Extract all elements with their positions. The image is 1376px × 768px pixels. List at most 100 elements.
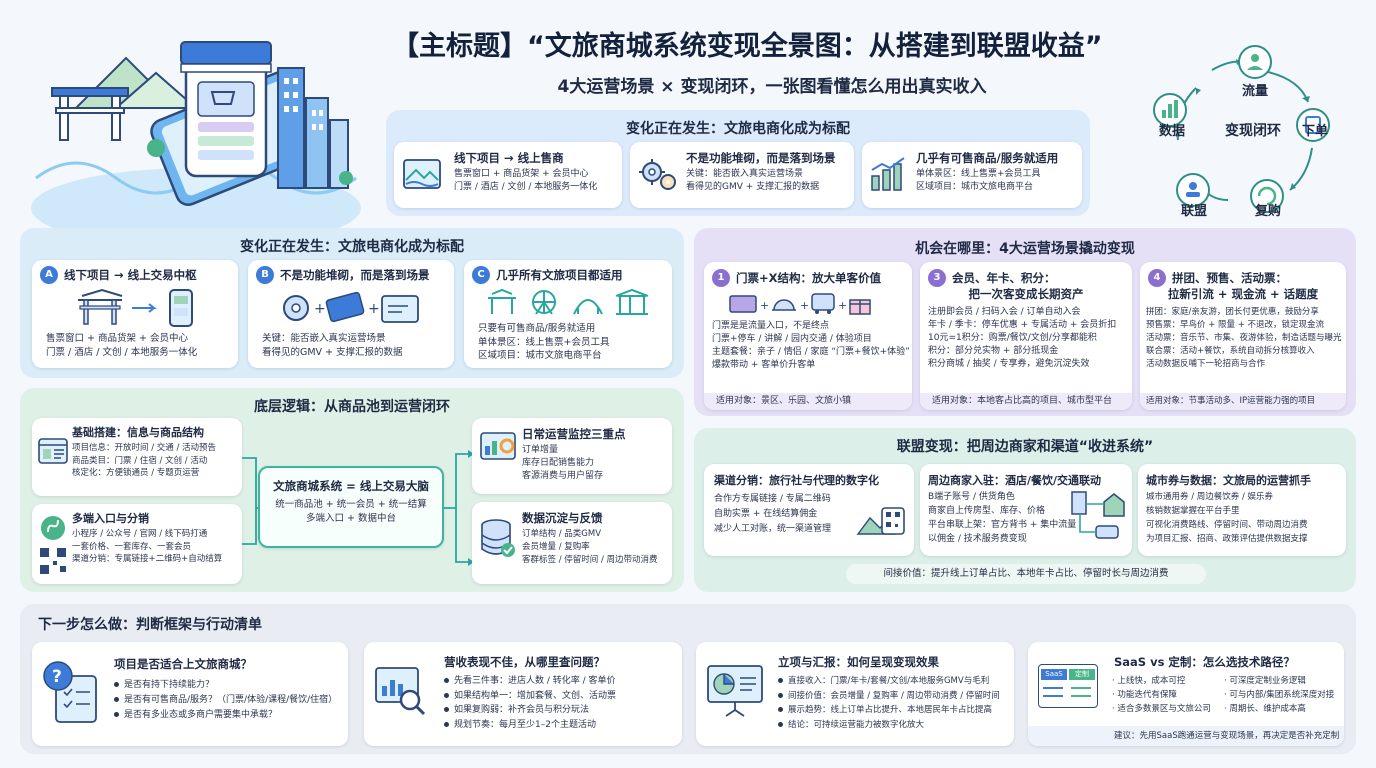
alliance-title: 联盟变现：把周边商家和渠道“收进系统” <box>896 439 1154 455</box>
change-left-card-a: A 线下项目 → 线上交易中枢 售票窗口 + 商品货架 + 会员中心门票 / 酒… <box>32 260 238 368</box>
svg-text:+: + <box>838 299 847 312</box>
badge-1: 1 <box>712 269 730 287</box>
loop-node-order: 下单 <box>1301 124 1328 139</box>
change-top-card-2-body: 关键：能否嵌入真实运营场景看得见的GMV + 支撑汇报的数据 <box>686 169 820 192</box>
attractions-icon <box>488 288 649 315</box>
next-steps-panel: 下一步怎么做：判断框架与行动清单 ? 项目是否适合上文旅商城？ 是否有持下持续能… <box>20 604 1356 754</box>
opportunity-card-3: 3 会员、年卡、积分： 把一次客变成长期资产 注册即会员 / 扫码入会 / 订单… <box>920 262 1132 410</box>
next-steps-title: 下一步怎么做：判断框架与行动清单 <box>38 617 262 633</box>
opportunity-card-1-body: 门票是是流量入口，不是终点门票+停车 / 讲解 / 园内交通 / 体验项目主题套… <box>712 321 910 370</box>
daily-monitor-title: 日常运营监控三重点 <box>522 427 626 441</box>
next-card-revenue-body: 先看三件事：进店人数 / 转化率 / 客单价如果结构单一：增加套餐、文创、活动票… <box>444 674 616 732</box>
next-card-report-title: 立项与汇报：如何呈现变现效果 <box>778 655 939 669</box>
magnifier-chart-icon <box>375 667 426 716</box>
daily-monitor-body: 订单增量库存日配销售能力客源消费与用户留存 <box>522 445 604 481</box>
data-feedback-title: 数据沉淀与反馈 <box>522 511 603 525</box>
gear-ticket-card-icon: ++ <box>283 291 419 323</box>
custom-label: 定制 <box>1069 669 1095 680</box>
svg-text:?: ? <box>52 667 62 687</box>
opportunity-title: 机会在哪里：4大运营场景撬动变现 <box>915 241 1135 257</box>
opportunity-card-4-title: 拼团、预售、活动票： <box>1172 271 1287 285</box>
svg-text:+: + <box>800 299 809 312</box>
change-left-card-b: B 不是功能堆砌，而是落到场景 ++ 关键：能否嵌入真实运营场景看得见的GMV … <box>248 260 454 368</box>
main-title: 【主标题】“文旅商城系统变现全景图：从搭建到联盟收益” <box>392 31 1103 62</box>
badge-b: B <box>256 266 274 284</box>
change-left-card-c-title: 几乎所有文旅项目都适用 <box>496 268 623 282</box>
change-top-card-3-body: 单体景区：线上售票+会员工具区域项目：城市文旅电商平台 <box>916 169 1041 192</box>
next-card-revenue-title: 营收表现不佳，从哪里查问题？ <box>444 655 605 669</box>
browser-window-icon <box>38 438 68 464</box>
change-top-card-2: 不是功能堆砌，而是落到场景 关键：能否嵌入真实运营场景看得见的GMV + 支撑汇… <box>630 142 854 208</box>
custom-pros: · 可深度定制业务逻辑· 可与内部/集团系统深度对接· 周期长、维护成本高 <box>1224 676 1335 714</box>
change-top-card-1-body: 售票窗口 + 商品货架 + 会员中心门票 / 酒店 / 文创 / 本地服务一体化 <box>454 169 598 192</box>
change-left-card-c-body: 只要有可售商品/服务就适用单体景区：线上售票+会员工具区域项目：城市文旅电商平台 <box>478 323 610 361</box>
landscape-icon <box>403 159 441 189</box>
icon-line <box>1071 695 1091 697</box>
next-card-saas-title: SaaS vs 定制：怎么选技术路径？ <box>1114 655 1295 669</box>
saas-vs-custom-icon: SaaS 定制 <box>1038 664 1098 708</box>
opportunity-panel: 机会在哪里：4大运营场景撬动变现 1 门票+X结构：放大单客价值 + + + 门票是… <box>694 228 1356 416</box>
change-top-card-1: 线下项目 → 线上售商 售票窗口 + 商品货架 + 会员中心门票 / 酒店 / … <box>394 142 622 208</box>
change-left-panel: 变化正在发生：文旅电商化成为标配 A 线下项目 → 线上交易中枢 售票窗口 + … <box>20 228 684 378</box>
ticket-food-bus-gift-icons: + + + <box>729 293 871 315</box>
icon-line <box>1043 695 1063 697</box>
alliance-card-city-title: 城市券与数据：文旅局的运营抓手 <box>1146 474 1311 487</box>
miniprogram-qr-icon <box>40 516 66 574</box>
change-left-card-a-body: 售票窗口 + 商品货架 + 会员中心门票 / 酒店 / 文创 / 本地服务一体化 <box>46 333 198 358</box>
alliance-panel: 联盟变现：把周边商家和渠道“收进系统” 渠道分销：旅行社与代理的数字化 合作方专… <box>694 428 1356 592</box>
opportunity-card-4-title2: 拉新引流 + 现金流 + 话题度 <box>1167 287 1319 301</box>
database-icon <box>481 519 515 557</box>
opportunity-card-3-title: 会员、年卡、积分： <box>952 271 1056 285</box>
opportunity-card-1-title: 门票+X结构：放大单客价值 <box>736 271 882 285</box>
change-top-card-3: 几乎有可售商品/服务就适用 单体景区：线上售票+会员工具区域项目：城市文旅电商平… <box>862 142 1082 208</box>
alliance-card-city: 城市券与数据：文旅局的运营抓手 城市通用券 / 周边餐饮券 / 娱乐券核销数据掌… <box>1138 464 1346 556</box>
change-left-card-b-title: 不是功能堆砌，而是落到场景 <box>280 268 430 282</box>
bottom-logic-panel: 底层逻辑：从商品池到运营闭环 基础搭建：信息与商品结构 项目信息：开放时间 / … <box>20 388 684 592</box>
next-card-report-body: 直接收入：门票/年卡/套餐/文创/本地服务GMV与毛利间接价值：会员增量 / 复… <box>778 674 1000 732</box>
multi-entry-body: 小程序 / 公众号 / 官网 / 线下码打通一套价格、一套库存、一套会员渠道分销… <box>72 529 223 564</box>
loop-arrows <box>1153 45 1330 213</box>
badge-c: C <box>472 266 490 284</box>
basic-setup-card: 基础搭建：信息与商品结构 项目信息：开放时间 / 交通 / 活动预告商品类目：门… <box>32 418 242 496</box>
change-top-card-1-title: 线下项目 → 线上售商 <box>454 151 564 165</box>
alliance-card-merchant: 周边商家入驻：酒店/餐饮/交通联动 B端子账号 / 供货角色商家自上传房型、库存… <box>920 464 1132 556</box>
svg-text:+: + <box>368 301 380 317</box>
badge-4: 4 <box>1148 269 1166 287</box>
saas-suggestion: 建议：先用SaaS跑通运营与变现场景，再决定是否补充定制 <box>1028 726 1344 746</box>
opportunity-card-3-body: 注册即会员 / 扫码入会 / 订单自动入会年卡 / 季卡：停车优惠 + 专属活动… <box>928 307 1117 369</box>
opportunity-card-3-title2: 把一次客变成长期资产 <box>968 287 1084 301</box>
alliance-card-channel-body: 合作方专属链接 / 专属二维码自助实票 + 在线结算佣金减少人工对账，统一渠道管… <box>714 494 832 534</box>
loop-center: 变现闭环 <box>1225 123 1281 139</box>
badge-3: 3 <box>928 269 946 287</box>
next-card-fit-title: 项目是否适合上文旅商城？ <box>114 657 252 671</box>
svg-text:+: + <box>760 299 769 312</box>
icon-line <box>1043 687 1063 689</box>
multi-entry-title: 多端入口与分销 <box>72 512 149 525</box>
alliance-card-channel: 渠道分销：旅行社与代理的数字化 合作方专属链接 / 专属二维码自助实票 + 在线… <box>704 464 914 556</box>
loop-node-repurchase: 复购 <box>1254 204 1281 219</box>
loop-node-alliance: 联盟 <box>1180 204 1207 219</box>
alliance-card-merchant-body: B端子账号 / 供货角色商家自上传房型、库存、价格平台串联上架：官方背书 + 集… <box>928 492 1077 544</box>
change-top-title: 变化正在发生：文旅电商化成为标配 <box>626 121 850 137</box>
opportunity-card-1: 1 门票+X结构：放大单客价值 + + + 门票是是流量入口，不是终点门票+停车 /… <box>704 262 912 410</box>
next-card-fit-body: 是否有持下持续能力？是否有可售商品/服务？（门票/体验/课程/餐饮/住宿）是否有… <box>114 678 337 723</box>
alliance-note: 间接价值：提升线上订单占比、本地年卡占比、停留时长与周边消费 <box>846 564 1206 584</box>
daily-monitor-card: 日常运营监控三重点 订单增量库存日配销售能力客源消费与用户留存 <box>472 418 672 494</box>
alliance-card-merchant-title: 周边商家入驻：酒店/餐饮/交通联动 <box>928 474 1102 487</box>
next-card-report: 立项与汇报：如何呈现变现效果 直接收入：门票/年卡/套餐/文创/本地服务GMV与… <box>696 642 1014 746</box>
svg-text:+: + <box>314 301 326 317</box>
alliance-card-channel-title: 渠道分销：旅行社与代理的数字化 <box>714 474 879 487</box>
subtitle: 4大运营场景 × 变现闭环，一张图看懂怎么用出真实收入 <box>557 77 987 97</box>
opportunity-card-4: 4 拼团、预售、活动票： 拉新引流 + 现金流 + 话题度 拼团：家庭/亲友游，… <box>1140 262 1346 410</box>
loop-node-data: 数据 <box>1158 124 1185 139</box>
gate-to-phone-icon <box>78 288 193 327</box>
core-system-card: 文旅商城系统 = 线上交易大脑 统一商品池 + 统一会员 + 统一结算多端入口 … <box>258 466 444 548</box>
opportunity-card-3-foot: 适用对象：本地客占比高的项目、城市型平台 <box>920 393 1132 410</box>
basic-setup-title: 基础搭建：信息与商品结构 <box>72 426 204 439</box>
opportunity-card-4-foot: 适用对象：节事活动多、IP运营能力强的项目 <box>1140 393 1346 410</box>
presentation-board-icon <box>707 665 763 717</box>
change-left-card-c: C 几乎所有文旅项目都适用 只要有可售商品/服务就适用单体景区：线上售票+会员工… <box>464 260 672 368</box>
change-left-card-a-title: 线下项目 → 线上交易中枢 <box>64 268 197 282</box>
gears-icon <box>639 159 676 190</box>
